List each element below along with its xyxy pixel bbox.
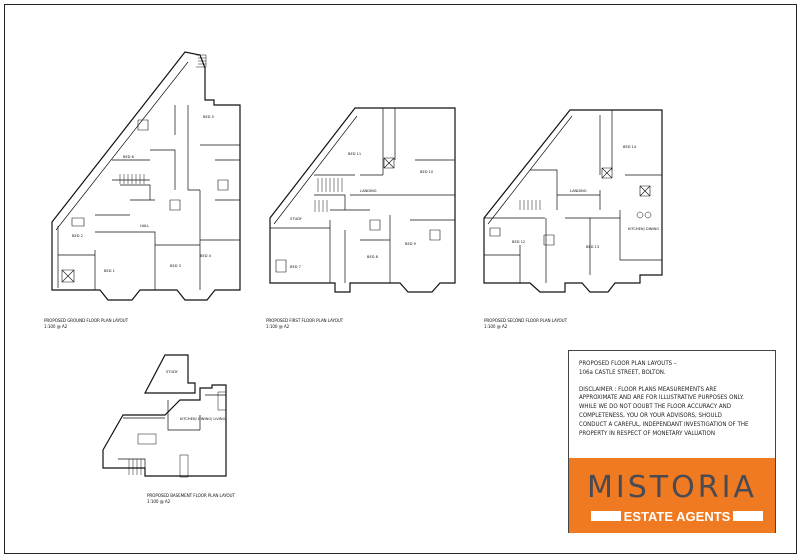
room-label: BED 11 [348, 152, 361, 156]
first-floor-plan [269, 107, 456, 293]
title-block-text: PROPOSED FLOOR PLAN LAYOUTS – 106a CASTL… [579, 359, 749, 445]
first-floor-caption: PROPOSED FIRST FLOOR PLAN LAYOUT 1:100 @… [266, 319, 343, 331]
title-block: PROPOSED FLOOR PLAN LAYOUTS – 106a CASTL… [568, 350, 776, 533]
room-label: STUDY [166, 370, 179, 374]
room-label: STUDY [290, 217, 303, 221]
room-label: BED 8 [367, 255, 379, 259]
basement-floor-caption: PROPOSED BASEMENT FLOOR PLAN LAYOUT 1:10… [147, 494, 235, 506]
room-label: HALL [140, 224, 149, 228]
room-label: BED 14 [623, 145, 637, 149]
ground-floor-plan [51, 51, 241, 301]
caption-title: PROPOSED FIRST FLOOR PLAN LAYOUT [266, 319, 344, 324]
room-label: BED 13 [586, 245, 599, 249]
disclaimer-line: DISCLAIMER : FLOOR PLANS MEASUREMENTS AR… [579, 384, 717, 393]
room-label: BED 4 [200, 254, 212, 258]
room-label: BED 12 [512, 240, 525, 244]
basement-floor-plan [102, 354, 227, 478]
disclaimer-line: APPROXIMATE AND ARE FOR ILLUSTRATIVE PUR… [579, 393, 744, 402]
ground-floor-caption: PROPOSED GROUND FLOOR PLAN LAYOUT 1:100 … [44, 319, 128, 331]
room-labels: BED 1 BED 2 BED 3 BED 4 BED 5 BED 6 HALL… [72, 115, 659, 421]
logo-bar-right [733, 511, 763, 521]
room-label: BED 5 [203, 115, 214, 119]
disclaimer-line: PROPERTY IN RESPECT OF MONETARY VALUATIO… [579, 428, 715, 437]
disclaimer-line: WHILE WE DO NOT DOUBT THE FLOOR ACCURACY… [579, 402, 731, 411]
caption-title: PROPOSED SECOND FLOOR PLAN LAYOUT [484, 319, 568, 324]
room-label: KITCHEN/ DINING/ LIVING [180, 417, 226, 421]
room-label: BED 9 [405, 242, 417, 246]
room-label: BED 1 [104, 269, 115, 273]
logo-subtitle-bar: ESTATE AGENTS [591, 508, 763, 524]
room-label: LANDING [360, 189, 377, 193]
caption-scale: 1:100 @ A2 [147, 500, 171, 505]
mistoria-logo: MISTORIA ESTATE AGENTS [569, 458, 775, 533]
project-title: PROPOSED FLOOR PLAN LAYOUTS – [579, 359, 677, 367]
room-label: BED 10 [420, 170, 434, 174]
project-address: 106a CASTLE STREET, BOLTON. [579, 367, 666, 376]
caption-scale: 1:100 @ A2 [484, 325, 508, 330]
room-label: BED 6 [123, 155, 135, 159]
logo-name: MISTORIA [587, 470, 757, 505]
disclaimer: DISCLAIMER : FLOOR PLANS MEASUREMENTS AR… [579, 384, 749, 438]
logo-subtitle: ESTATE AGENTS [623, 508, 731, 524]
logo-bar-left [591, 511, 621, 521]
second-floor-plan [483, 109, 663, 293]
room-label: BED 2 [72, 234, 83, 238]
disclaimer-line: CONDUCT A CAREFUL, INDEPENDANT INVESTIGA… [579, 419, 749, 428]
room-label: LANDING [570, 189, 587, 193]
caption-scale: 1:100 @ A2 [266, 325, 290, 330]
drawing-border [4, 4, 797, 554]
room-label: BED 3 [170, 264, 181, 268]
room-label: KITCHEN/ DINING [628, 227, 659, 231]
disclaimer-line: COMPLETENESS, YOU OR YOUR ADVISORS, SHOU… [579, 410, 722, 419]
caption-title: PROPOSED BASEMENT FLOOR PLAN LAYOUT [147, 494, 235, 499]
caption-scale: 1:100 @ A2 [44, 325, 68, 330]
room-label: BED 7 [290, 265, 301, 269]
second-floor-caption: PROPOSED SECOND FLOOR PLAN LAYOUT 1:100 … [484, 319, 567, 331]
caption-title: PROPOSED GROUND FLOOR PLAN LAYOUT [44, 319, 129, 324]
